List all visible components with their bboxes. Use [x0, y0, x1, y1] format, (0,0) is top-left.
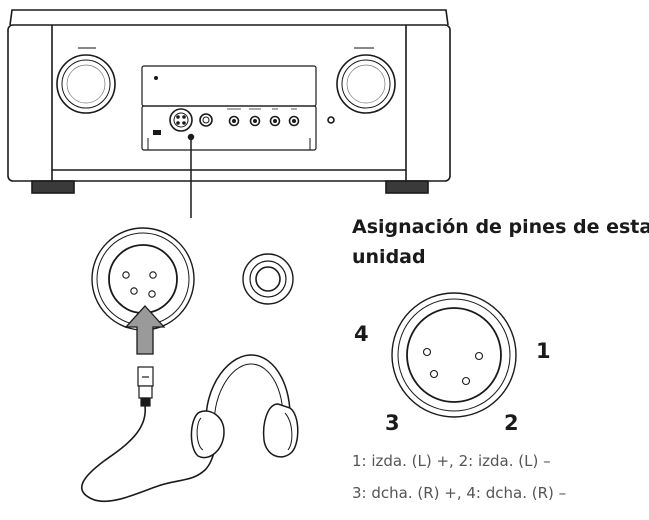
- display-window: [141, 65, 317, 107]
- xlr-plug: [137, 366, 154, 407]
- callout-line: [187, 133, 195, 218]
- input-knob: [56, 54, 116, 114]
- left-foot: [31, 180, 75, 194]
- front-screw: [327, 116, 335, 124]
- power-led: [153, 130, 161, 135]
- pin-label-2: 2: [504, 411, 519, 435]
- indicator-dot: [154, 76, 159, 81]
- pin-label-1: 1: [536, 339, 551, 363]
- headphones-icon: [190, 354, 299, 459]
- jack-panel: [141, 105, 317, 151]
- magnified-phone-jack: [242, 253, 294, 305]
- volume-knob: [336, 54, 396, 114]
- insert-arrow-icon: [124, 305, 166, 355]
- pin-label-3: 3: [385, 411, 400, 435]
- panel-phone-jack: [199, 113, 213, 127]
- pin-legend-line1: 1: izda. (L) +, 2: izda. (L) –: [352, 452, 551, 470]
- pin-assignment-title-line2: unidad: [352, 246, 426, 268]
- amplifier-unit: [7, 9, 451, 194]
- pin-label-4: 4: [354, 322, 369, 346]
- pin-legend-line2: 3: dcha. (R) +, 4: dcha. (R) –: [352, 484, 567, 502]
- panel-small-buttons: [228, 115, 300, 127]
- panel-xlr-jack: [169, 108, 193, 132]
- amplifier-body: [7, 24, 451, 182]
- pin-assignment-title-line1: Asignación de pines de esta: [352, 216, 649, 238]
- headphone-cable: [80, 405, 217, 503]
- right-foot: [385, 180, 429, 194]
- pin-assignment-connector: [391, 292, 517, 418]
- amplifier-top-cover: [9, 9, 449, 26]
